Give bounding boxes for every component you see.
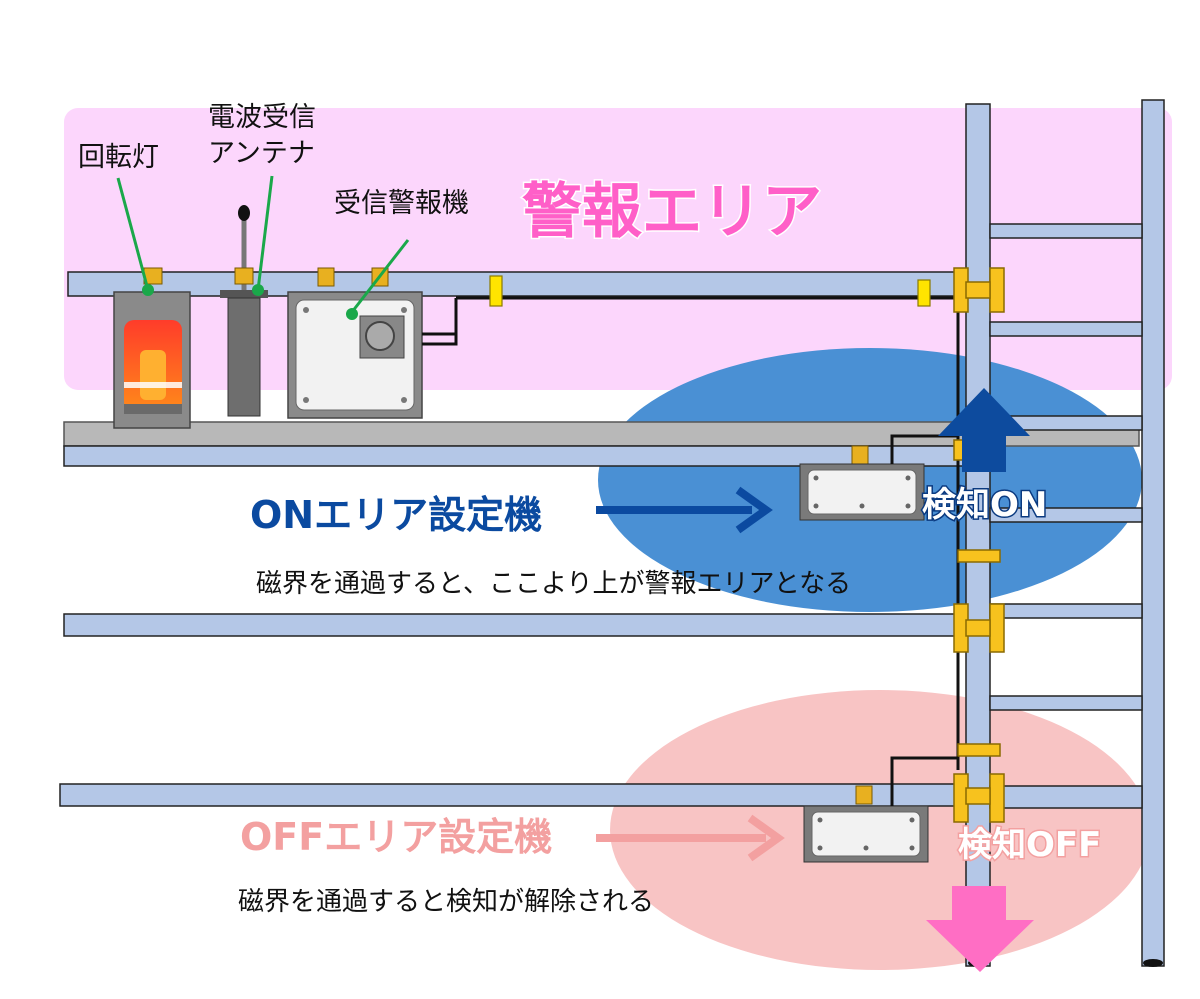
off-area-setter-device-icon <box>803 756 958 863</box>
scaffold-post-right <box>1141 99 1165 967</box>
on-area-note: 磁界を通過すると、ここより上が警報エリアとなる <box>256 569 851 599</box>
label-pointer-lines <box>116 175 410 313</box>
off-pointer-arrow <box>596 814 785 862</box>
top-horizontal-pipe <box>67 271 967 297</box>
label-pointer-dots <box>142 284 358 320</box>
off-area-setter-label: OFFエリア設定機 <box>240 815 552 859</box>
antenna-label-line2: アンテナ <box>208 138 315 169</box>
on-pointer-arrow <box>596 486 773 534</box>
receiver-alarm-label: 受信警報機 <box>334 188 469 219</box>
scaffold-post-left <box>965 103 991 967</box>
on-area-setter-label: ONエリア設定機 <box>250 493 542 537</box>
off-area-note: 磁界を通過すると検知が解除される <box>238 887 654 917</box>
receiver-alarm-icon <box>287 267 458 419</box>
rotating-light-label: 回転灯 <box>78 142 159 173</box>
post-clamps <box>953 267 1005 823</box>
middle-horizontal-pipe <box>63 613 967 637</box>
arrow-up-icon <box>938 388 1030 472</box>
arrow-down-icon <box>926 886 1034 972</box>
post-foot-right <box>1143 959 1163 967</box>
deck-pipe <box>63 445 967 467</box>
detect-on-label: 検知ON <box>922 485 1047 525</box>
on-area-setter-device-icon <box>799 434 958 521</box>
antenna-icon <box>220 205 268 417</box>
detect-off-label: 検知OFF <box>958 825 1101 865</box>
antenna-label-line1: 電波受信 <box>208 102 316 133</box>
scaffold-ledgers <box>989 223 1143 809</box>
lower-horizontal-pipe <box>59 783 967 807</box>
rotating-light-icon <box>113 267 191 429</box>
pipe-cable-clips <box>489 275 931 307</box>
alarm-area-title: 警報エリア <box>522 177 822 247</box>
